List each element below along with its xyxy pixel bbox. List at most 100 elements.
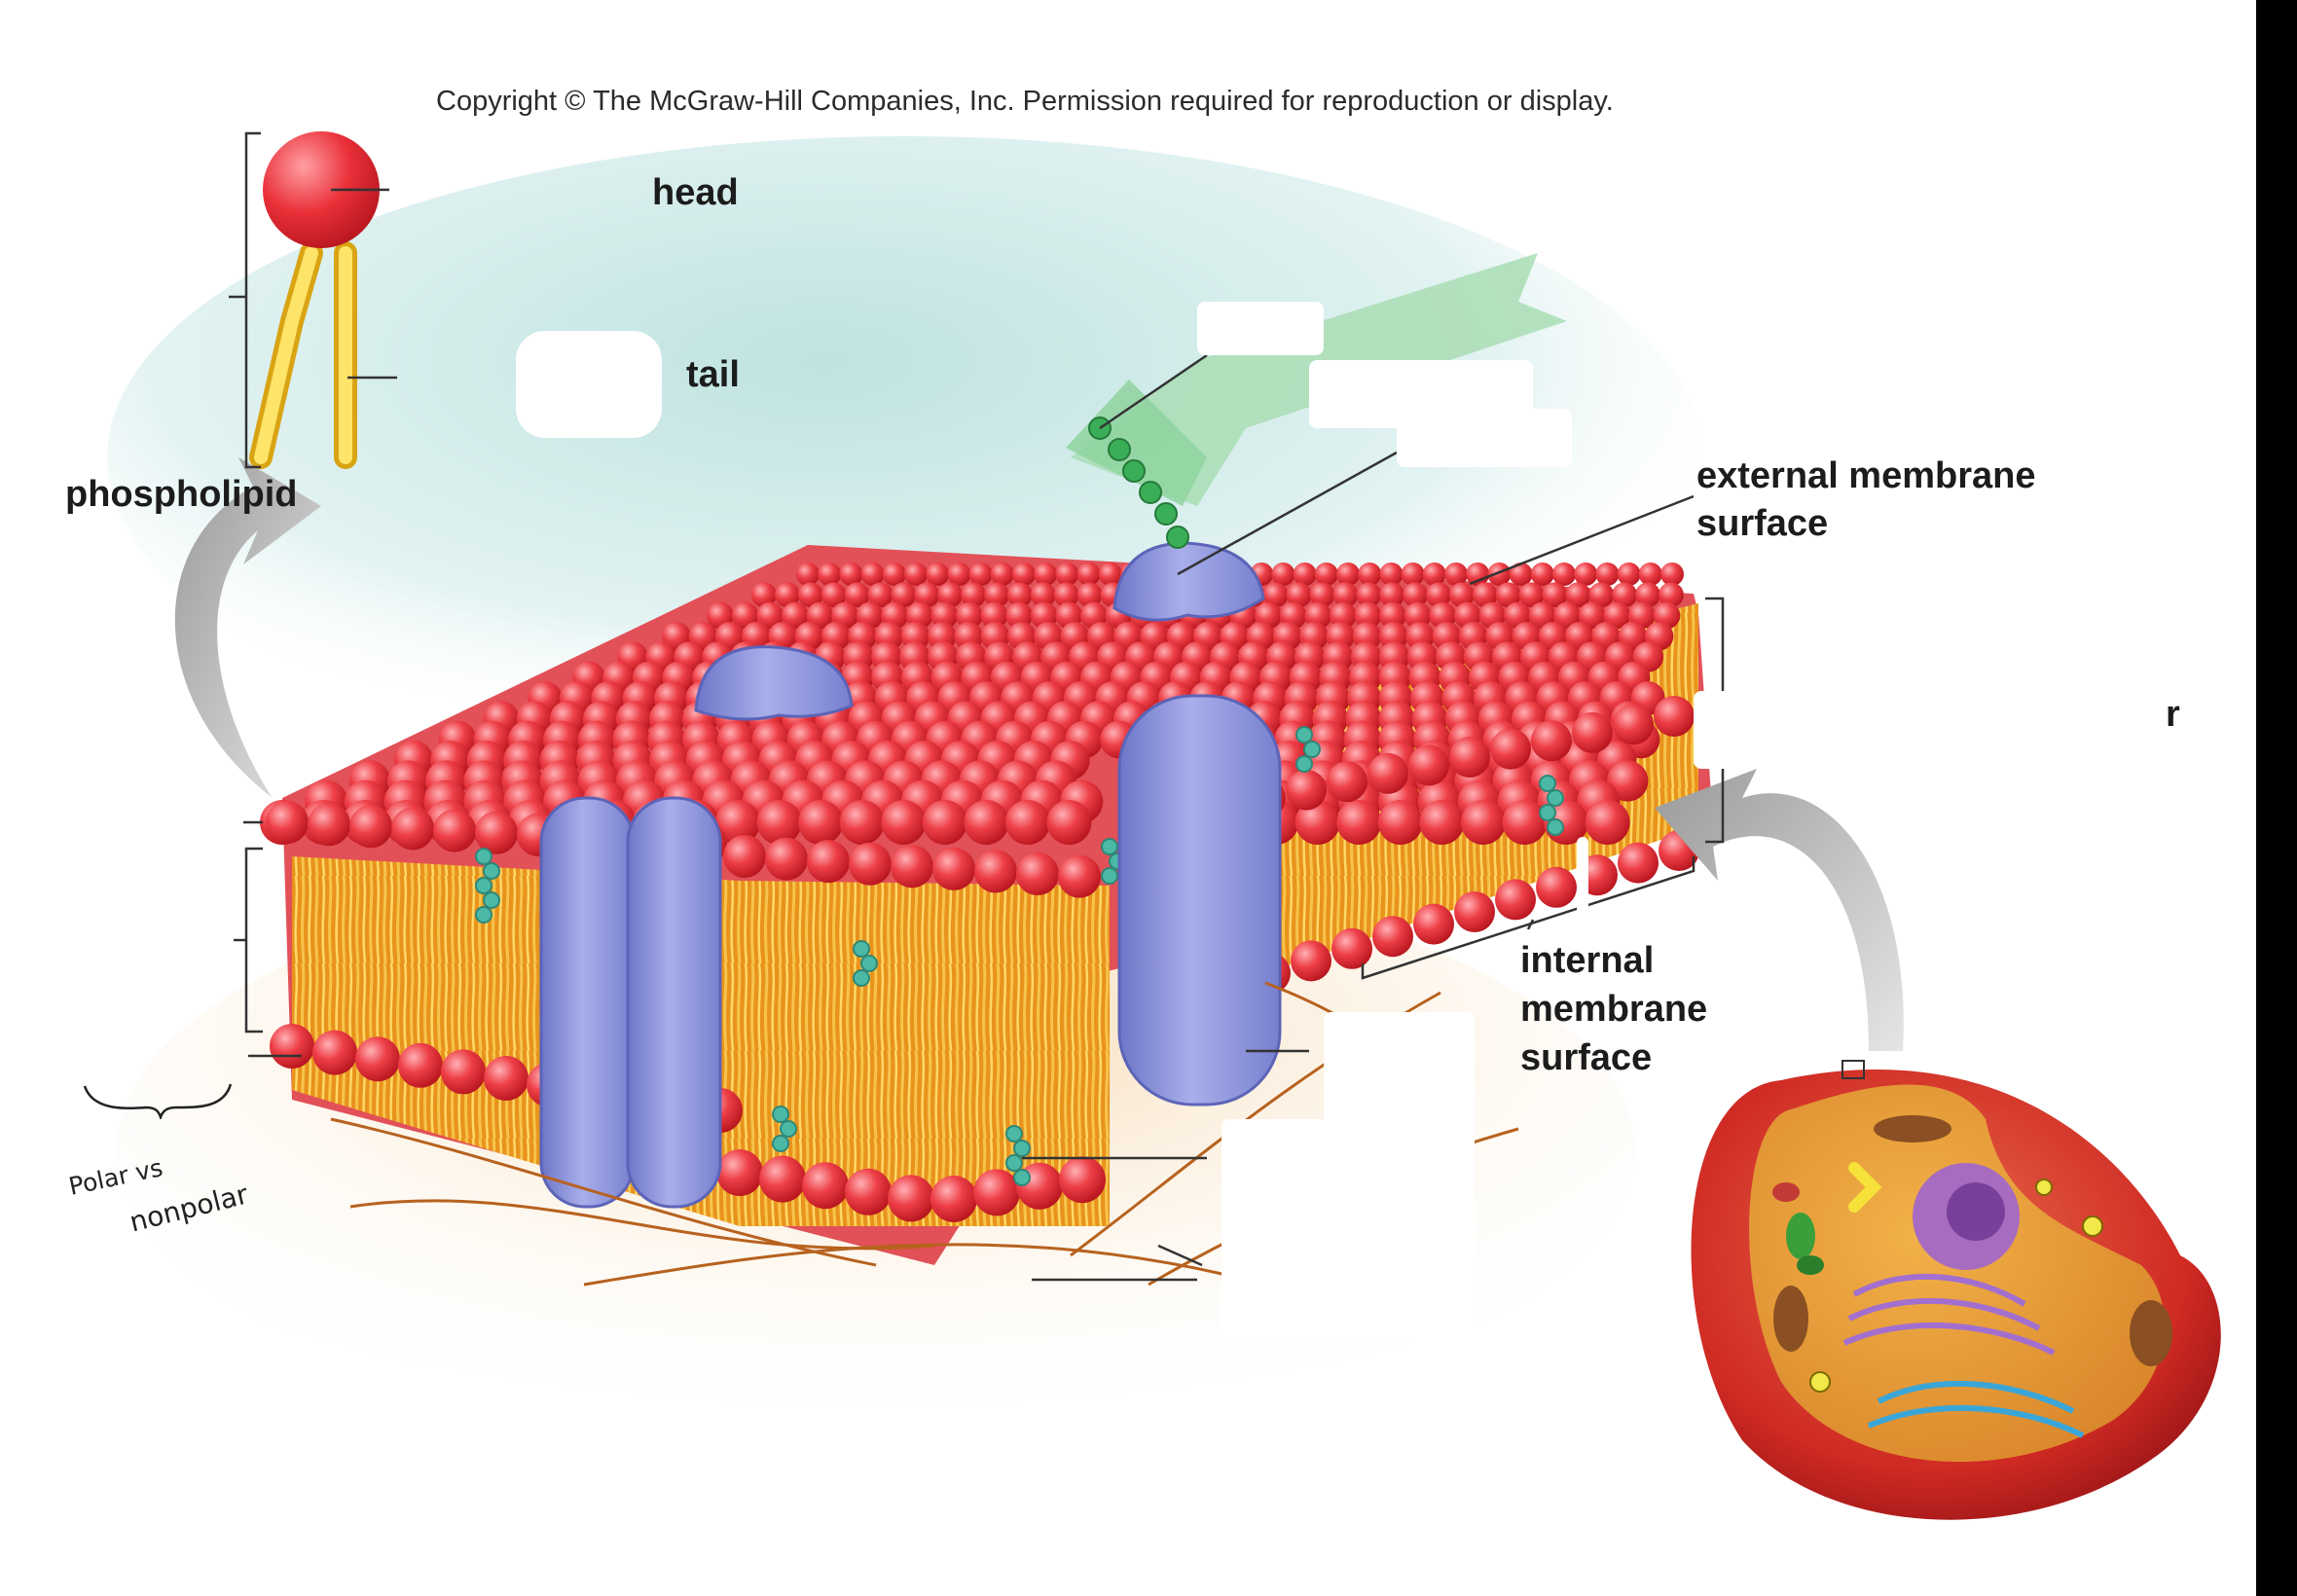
- phospholipid-head: [716, 1149, 763, 1196]
- phospholipid-head: [312, 1030, 357, 1075]
- phospholipid-head: [1448, 582, 1475, 608]
- phospholipid-head: [774, 582, 800, 608]
- phospholipid-head: [1401, 562, 1425, 586]
- phospholipid-head: [1618, 842, 1659, 884]
- phospholipid-head: [1426, 582, 1451, 608]
- phospholipid-head: [1449, 737, 1490, 778]
- phospholipid-head: [806, 601, 834, 630]
- phospholipid-head: [1358, 562, 1382, 586]
- label-partial-r: r: [2166, 694, 2180, 735]
- phospholipid-head: [1635, 582, 1660, 608]
- phospholipid-head: [922, 800, 967, 845]
- phospholipid-head: [882, 562, 906, 586]
- phospholipid-head: [1518, 582, 1545, 608]
- phospholipid-head: [1502, 800, 1548, 845]
- phospholipid-head: [802, 1162, 849, 1210]
- phospholipid-head: [1487, 562, 1512, 586]
- phospholipid-head: [1613, 704, 1654, 745]
- phospholipid-head: [974, 850, 1017, 893]
- phospholipid-head: [1595, 562, 1620, 586]
- erased-label-1: [516, 331, 662, 438]
- phospholipid-head: [1377, 800, 1423, 845]
- phospholipid-head: [1336, 562, 1360, 586]
- phospholipid-head: [968, 562, 993, 586]
- cell-cutaway: [1691, 1060, 2221, 1520]
- phospholipid-head: [1578, 601, 1606, 630]
- phospholipid-head: [759, 1155, 806, 1203]
- phospholipid-head: [1293, 562, 1317, 586]
- phospholipid-head: [1356, 582, 1382, 608]
- phospholipid-head: [1612, 582, 1638, 608]
- phospholipid-head: [1294, 800, 1340, 845]
- phospholipid-head: [1444, 562, 1468, 586]
- phospholipid-head: [1016, 852, 1059, 896]
- phospholipid-head: [845, 1168, 892, 1215]
- phospholipid-head: [1004, 800, 1050, 845]
- phospholipid-head: [1005, 601, 1033, 630]
- phospholipid-head: [1490, 728, 1531, 770]
- label-tail: tail: [686, 354, 740, 395]
- phospholipid-head: [881, 800, 927, 845]
- phospholipid-head: [1367, 752, 1408, 794]
- phospholipid-head: [1454, 891, 1495, 932]
- phospholipid-head: [807, 840, 850, 884]
- phospholipid-head: [1058, 854, 1101, 898]
- phospholipid-head: [1055, 562, 1079, 586]
- phospholipid-head: [1262, 582, 1289, 608]
- phospholipid-head: [484, 1056, 529, 1101]
- phospholipid-head: [984, 582, 1009, 608]
- gray-arrow-right: [1655, 769, 1904, 1051]
- phospholipid-head: [1332, 582, 1359, 608]
- channel-protein: [539, 796, 722, 1209]
- phospholipid-head: [1530, 562, 1554, 586]
- copyright-notice: Copyright © The McGraw-Hill Companies, I…: [436, 86, 1614, 117]
- integral-protein: [1117, 694, 1282, 1106]
- peripheral-protein-1: [694, 645, 854, 721]
- phospholipid-head: [937, 582, 964, 608]
- phospholipid-bracket: [244, 131, 261, 469]
- phospholipid-head: [1565, 582, 1591, 608]
- phospholipid-head: [781, 601, 809, 630]
- phospholipid-head: [1327, 761, 1367, 803]
- phospholipid-head: [1354, 601, 1382, 630]
- phospholipid-head: [839, 800, 885, 845]
- phospholipid-head: [932, 847, 975, 890]
- phospholipid-head: [1660, 562, 1684, 586]
- phospholipid-head: [715, 800, 761, 845]
- phospholipid-head: [349, 805, 392, 849]
- phospholipid-head: [1006, 582, 1033, 608]
- phospholipid-head: [1379, 601, 1406, 630]
- phospholipid-head: [1379, 582, 1405, 608]
- phospholipid-head: [926, 562, 950, 586]
- phospholipid-head: [1585, 800, 1630, 845]
- label-head: head: [652, 172, 739, 213]
- phospholipid-head: [860, 562, 885, 586]
- phospholipid-head: [1372, 916, 1413, 958]
- phospholipid-head: [433, 809, 476, 852]
- phospholipid-head: [1460, 800, 1506, 845]
- phospholipid-head: [475, 811, 518, 854]
- phospholipid-head: [961, 582, 986, 608]
- phospholipid-head: [904, 562, 928, 586]
- label-phospholipid: phospholipid: [65, 474, 298, 515]
- phospholipid-head: [1404, 601, 1432, 630]
- gray-arrow-left: [174, 457, 321, 798]
- phospholipid-head: [1046, 800, 1092, 845]
- phospholipid-head: [355, 1036, 400, 1082]
- phospholipid-head: [1336, 800, 1382, 845]
- phospholipid-head: [1528, 601, 1556, 630]
- erased-label-6: [1221, 1119, 1475, 1343]
- phospholipid-head: [1617, 562, 1641, 586]
- phospholipid-head: [1286, 582, 1312, 608]
- phospholipid-head: [1659, 582, 1684, 608]
- phospholipid-head: [973, 1169, 1020, 1216]
- phospholipid-head: [1012, 562, 1036, 586]
- phospholipid-head: [1422, 562, 1446, 586]
- carbohydrate-chain: [1088, 417, 1189, 549]
- phospholipid-head: [1098, 562, 1122, 586]
- phospholipid-head: [398, 1042, 443, 1088]
- phospholipid-head: [1531, 720, 1572, 762]
- phospholipid-head: [1408, 744, 1449, 786]
